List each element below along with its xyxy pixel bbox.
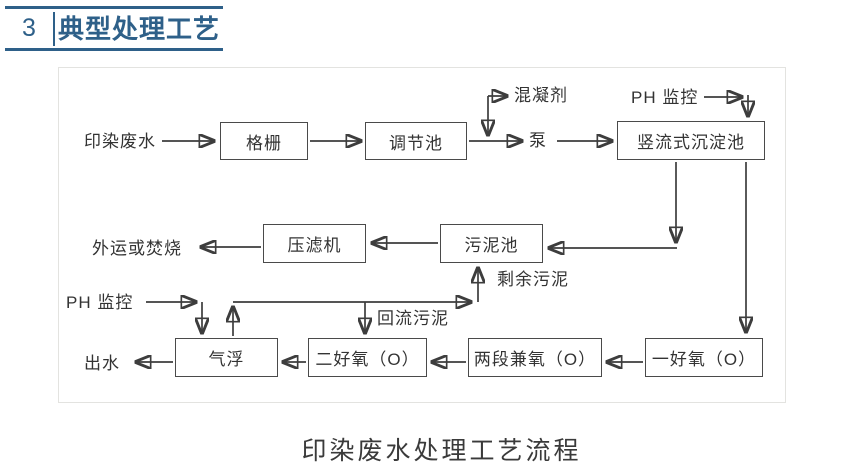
box-two-stage-facultative: 两段兼氧（O）	[468, 338, 602, 377]
box-first-aerobic: 一好氧（O）	[645, 338, 763, 377]
header-row: 3 典型处理工艺	[5, 9, 223, 48]
box-second-aerobic: 二好氧（O）	[308, 338, 427, 377]
box-sludge-tank: 污泥池	[440, 224, 543, 263]
header-bottom-rule	[5, 48, 223, 51]
section-number: 3	[22, 14, 36, 42]
box-vertical-flow-sedimentation-tank: 竖流式沉淀池	[617, 121, 765, 160]
box-air-flotation: 气浮	[175, 338, 278, 377]
header-top-rule	[5, 6, 223, 9]
header-divider	[53, 11, 55, 46]
section-header: 3 典型处理工艺	[5, 6, 223, 51]
label-pump: 泵	[529, 131, 547, 150]
label-excess-sludge: 剩余污泥	[497, 270, 569, 289]
box-filter-press: 压滤机	[263, 224, 366, 263]
label-disposal: 外运或焚烧	[92, 239, 182, 258]
figure-caption: 印染废水处理工艺流程	[301, 437, 582, 465]
label-return-sludge: 回流污泥	[377, 309, 449, 328]
label-ph-monitor-bottom: PH 监控	[66, 293, 134, 312]
label-ph-monitor-top: PH 监控	[631, 88, 699, 107]
label-coagulant: 混凝剂	[514, 86, 568, 105]
box-equalization-tank: 调节池	[365, 122, 467, 160]
label-effluent: 出水	[84, 354, 120, 373]
label-influent: 印染废水	[84, 132, 156, 151]
box-bar-screen: 格栅	[220, 122, 308, 160]
section-title: 典型处理工艺	[57, 13, 220, 44]
